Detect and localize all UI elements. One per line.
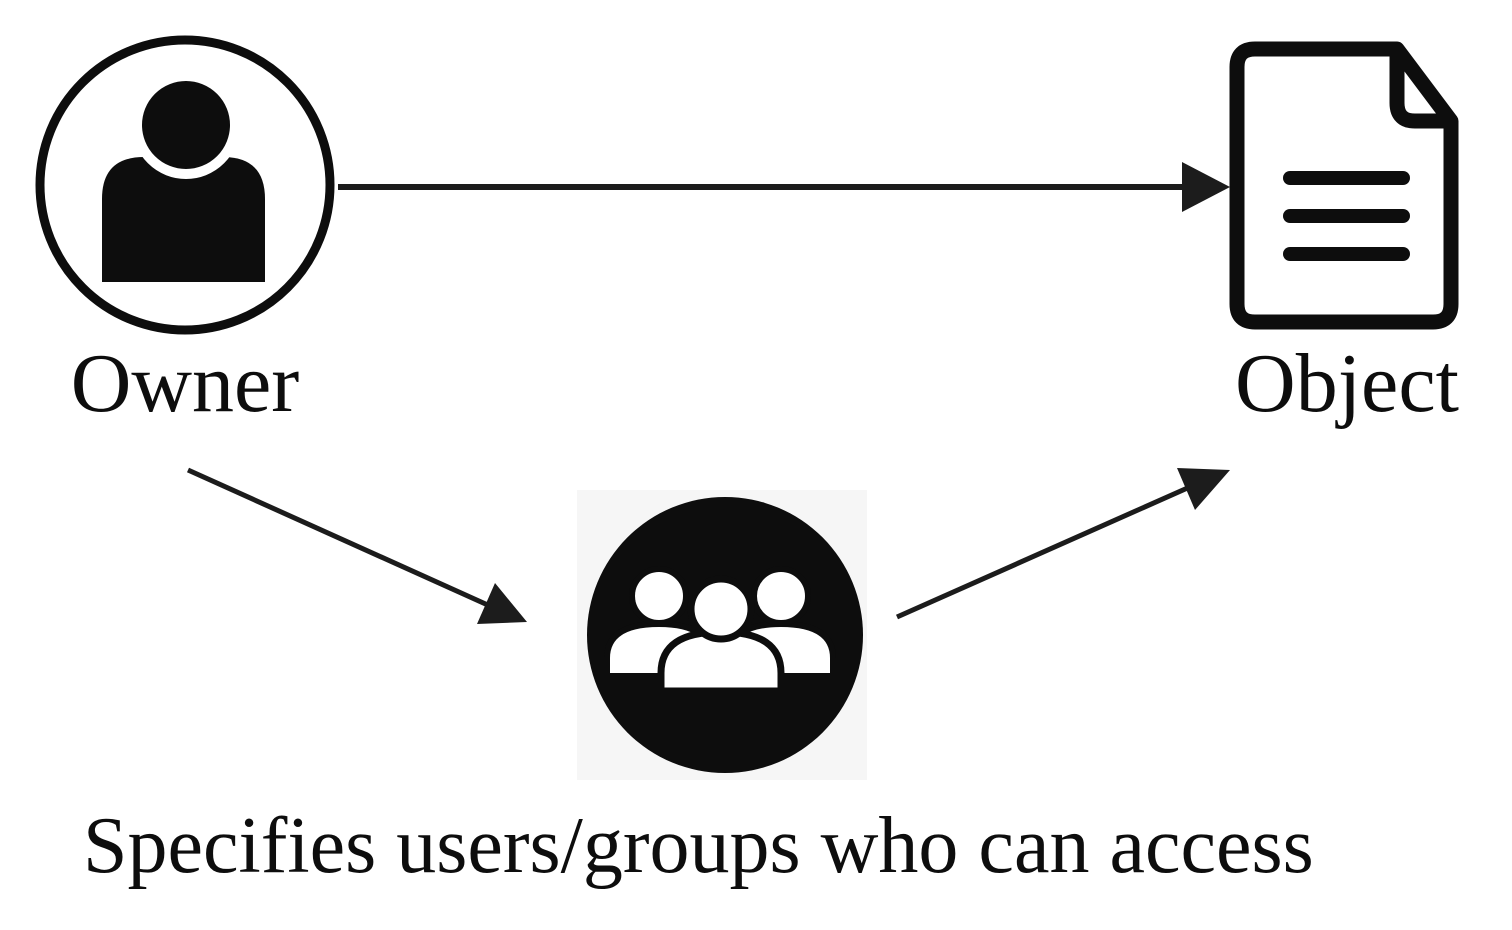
- person-circle-icon: [35, 35, 335, 335]
- owner-label: Owner: [70, 337, 300, 430]
- users-group-icon: [587, 497, 863, 773]
- arrow-owner-to-object: [338, 162, 1230, 212]
- caption: Specifies users/groups who can access: [83, 802, 1314, 890]
- document-icon: [1229, 41, 1459, 330]
- object-label: Object: [1235, 337, 1459, 430]
- users-group-tile: [577, 490, 867, 780]
- arrow-owner-to-group: [186, 467, 527, 624]
- arrow-group-to-object: [895, 468, 1230, 620]
